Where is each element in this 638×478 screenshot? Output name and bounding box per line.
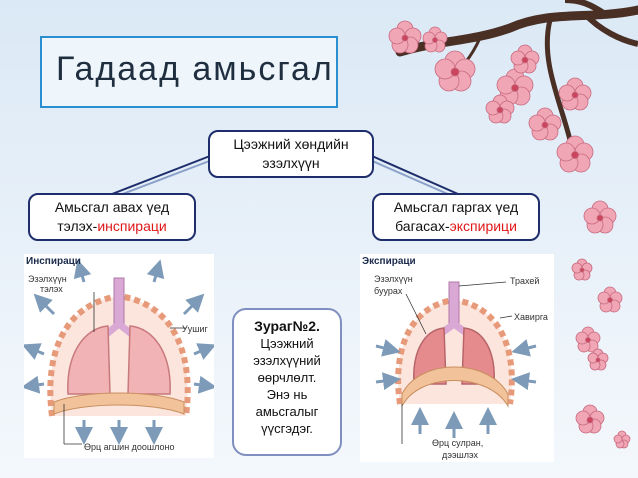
connector-left [111,155,211,195]
expiration-panel: Экспираци Эзэлхүүн буурах Трахей Хавирга… [360,254,554,462]
page-title: Гадаад амьсгал [56,50,334,88]
inspiration-diaphragm-label: Өрц агшин доошлоно [84,442,175,452]
caption-heading: Зураг№2. [254,318,320,334]
inspiration-lungs-illustration [24,259,214,445]
node-right-line1: Амьсгал гаргах үед [393,199,519,215]
node-left-line2: тэлэх-инспираци [30,217,194,236]
node-left-prefix: тэлэх- [57,218,98,234]
node-right-highlight: экспирици [449,218,517,234]
caption-line6: үүсгэдэг. [261,421,313,436]
cherry-blossom-branch-icon [388,0,638,449]
caption-line1: Цээжний [260,336,314,351]
node-left-line1: Амьсгал авах үед [54,199,170,215]
caption-line2: эзэлхүүний [253,353,321,368]
caption-line5: амьсгалыг [255,404,319,419]
expiration-lungs-illustration [375,281,537,444]
connector-left-shadow [119,159,213,196]
expiration-diaphragm-line2: дээшлэх [442,450,478,460]
inspiration-label: Инспираци [26,256,81,267]
lung-label: Уушиг [182,324,208,334]
node-inspiration: Амьсгал авах үед тэлэх-инспираци [28,193,196,241]
node-right-prefix: багасах- [395,218,450,234]
caption-line4: Энэ нь [266,387,308,402]
inspiration-volume-line2: тэлэх [40,284,63,294]
expiration-volume-line1: Эзэлхүүн [374,274,413,284]
inspiration-panel: Инспираци Эзэлхүүн тэлэх Уушиг Өрц агшин… [24,254,214,458]
expiration-volume-line2: буурах [374,286,403,296]
connector-right [371,155,459,195]
connector-right-shadow [369,159,451,196]
node-right-line2: багасах-экспирици [374,217,538,236]
caption-line3: өөрчлөлт. [257,370,317,385]
figure-caption: Зураг№2. Цээжний эзэлхүүний өөрчлөлт. Эн… [232,308,342,456]
expiration-diaphragm-line1: Өрц сулран, [432,438,484,448]
inspiration-volume-line1: Эзэлхүүн [28,274,67,284]
trachea-label: Трахей [510,276,540,286]
expiration-label: Экспираци [362,256,416,267]
rib-label: Хавирга [514,312,548,322]
node-left-highlight: инспираци [97,218,167,234]
node-expiration: Амьсгал гаргах үед багасах-экспирици [372,193,540,241]
title-box: Гадаад амьсгал [40,36,338,108]
node-top-line2: эзэлхүүн [262,155,320,171]
node-chest-cavity-volume: Цээжний хөндийн эзэлхүүн [208,130,374,178]
node-top-line1: Цээжний хөндийн [233,136,349,152]
